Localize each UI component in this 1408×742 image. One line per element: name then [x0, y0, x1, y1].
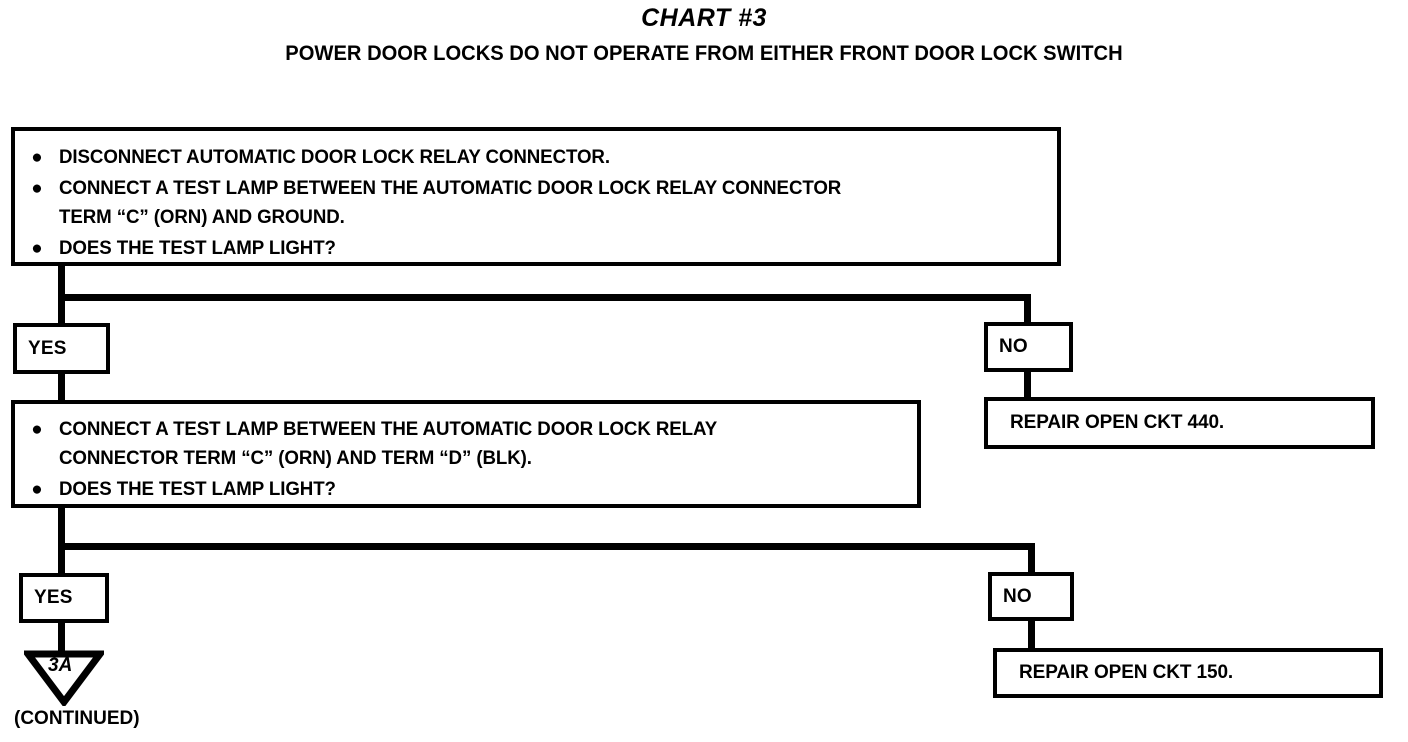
step2-bullet-2: ● DOES THE TEST LAMP LIGHT?: [15, 475, 917, 504]
repair-ckt-440-box: REPAIR OPEN CKT 440.: [984, 397, 1375, 449]
page-subtitle: POWER DOOR LOCKS DO NOT OPERATE FROM EIT…: [285, 42, 1123, 65]
page-title: CHART #3: [641, 4, 767, 32]
connector-branch2-no-down: [1028, 543, 1035, 575]
repair-ckt-150-text: REPAIR OPEN CKT 150.: [1019, 662, 1234, 683]
branch2-no-label: NO: [988, 572, 1074, 621]
bullet-dot-icon: ●: [31, 419, 43, 440]
connector-branch1-no-down: [1024, 294, 1031, 326]
connector-no1-to-repair440: [1024, 368, 1031, 401]
step1-bullet-1: ● DISCONNECT AUTOMATIC DOOR LOCK RELAY C…: [15, 143, 1057, 172]
step1-bullet-3: ● DOES THE TEST LAMP LIGHT?: [15, 234, 1057, 263]
connector-no2-to-repair150: [1028, 618, 1035, 652]
branch1-no-text: NO: [999, 336, 1028, 357]
bullet-dot-icon: ●: [31, 178, 43, 199]
branch1-yes-label: YES: [13, 323, 110, 374]
branch1-no-label: NO: [984, 322, 1073, 372]
offpage-connector-triangle: [24, 650, 104, 706]
bullet-dot-icon: ●: [31, 479, 43, 500]
step2-box: ● CONNECT A TEST LAMP BETWEEN THE AUTOMA…: [11, 400, 921, 508]
step2-bullet-1: ● CONNECT A TEST LAMP BETWEEN THE AUTOMA…: [15, 415, 917, 473]
bullet-dot-icon: ●: [31, 147, 43, 168]
continued-caption: (CONTINUED): [14, 708, 140, 729]
step1-bullet-list: ● DISCONNECT AUTOMATIC DOOR LOCK RELAY C…: [15, 131, 1057, 262]
connector-step1-down: [58, 263, 65, 301]
branch2-yes-label: YES: [19, 573, 109, 623]
step1-box: ● DISCONNECT AUTOMATIC DOOR LOCK RELAY C…: [11, 127, 1061, 266]
branch1-yes-text: YES: [28, 337, 67, 359]
branch2-yes-text: YES: [34, 587, 73, 608]
repair-ckt-150-box: REPAIR OPEN CKT 150.: [993, 648, 1383, 698]
branch2-no-text: NO: [1003, 585, 1032, 607]
connector-branch2-horizontal: [58, 543, 1035, 550]
connector-step2-down: [58, 504, 65, 550]
connector-branch1-horizontal: [58, 294, 1031, 301]
step2-bullet-list: ● CONNECT A TEST LAMP BETWEEN THE AUTOMA…: [15, 404, 917, 504]
repair-ckt-440-text: REPAIR OPEN CKT 440.: [1010, 412, 1225, 433]
bullet-dot-icon: ●: [31, 238, 43, 259]
step1-bullet-2: ● CONNECT A TEST LAMP BETWEEN THE AUTOMA…: [15, 174, 1057, 232]
